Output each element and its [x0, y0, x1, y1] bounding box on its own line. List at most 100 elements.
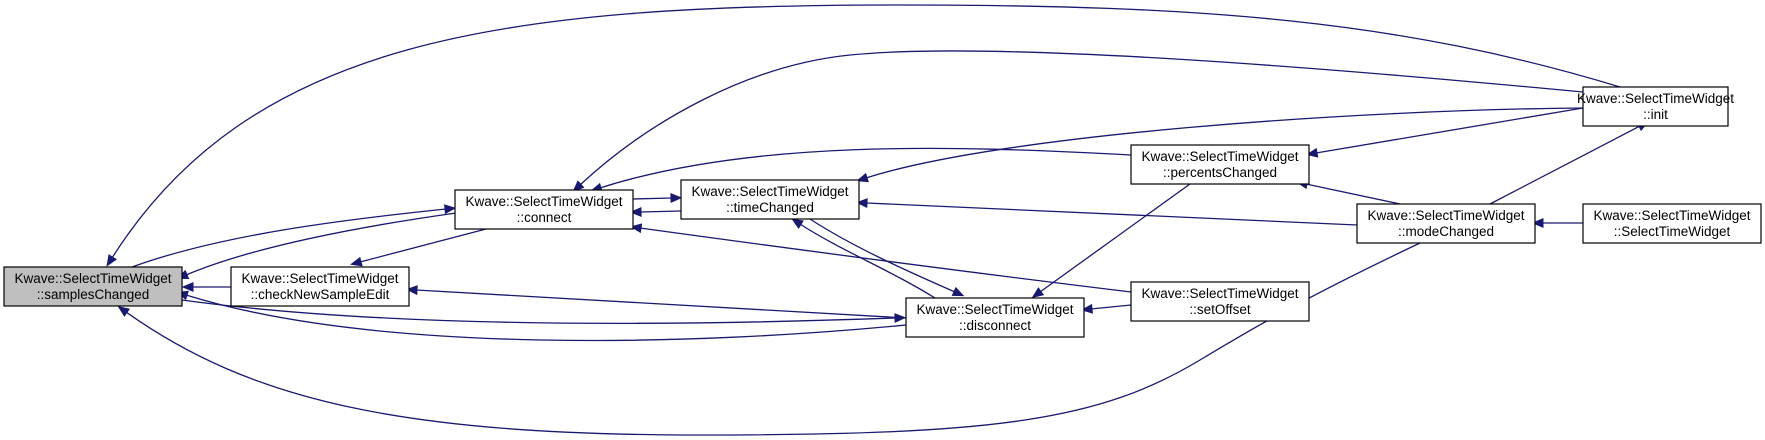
- node-box[interactable]: [1582, 203, 1762, 244]
- edge-line: [639, 210, 682, 213]
- node-label-method: ::SelectTimeWidget: [1614, 224, 1731, 239]
- edge-SelectTimeWidget-to-modeChanged: [1531, 218, 1583, 228]
- node-label-method: ::percentsChanged: [1163, 165, 1277, 180]
- arrowhead: [1031, 287, 1045, 299]
- edge-line: [131, 208, 447, 268]
- arrowhead: [791, 218, 804, 230]
- arrowhead: [629, 207, 642, 217]
- edge-line: [181, 299, 897, 324]
- edge-modeChanged-to-timeChanged: [855, 198, 1358, 226]
- node-label-class: Kwave::SelectTimeWidget: [465, 194, 622, 209]
- node-samplesChanged[interactable]: Kwave::SelectTimeWidget::samplesChanged: [3, 266, 183, 307]
- node-label-class: Kwave::SelectTimeWidget: [1141, 286, 1298, 301]
- edge-line: [185, 212, 457, 276]
- arrowhead: [405, 285, 418, 296]
- node-box[interactable]: [905, 297, 1085, 338]
- node-label-method: ::init: [1643, 107, 1668, 122]
- node-SelectTimeWidget[interactable]: Kwave::SelectTimeWidget::SelectTimeWidge…: [1582, 203, 1762, 244]
- node-box[interactable]: [230, 266, 410, 307]
- node-box[interactable]: [1130, 144, 1310, 185]
- edge-line: [639, 227, 1132, 293]
- arrowhead: [117, 306, 131, 317]
- edge-line: [865, 107, 1584, 179]
- arrowhead: [1305, 147, 1319, 158]
- edge-line: [111, 4, 1621, 259]
- edge-line: [125, 242, 1421, 436]
- edge-line: [1489, 125, 1641, 205]
- edge-checkNewSampleEdit-to-samplesChanged: [181, 282, 231, 292]
- edge-percentsChanged-to-disconnect: [1031, 183, 1191, 299]
- edge-init-to-timeChanged: [856, 107, 1584, 183]
- arrowhead: [629, 223, 643, 234]
- arrowhead: [1080, 303, 1093, 314]
- node-modeChanged[interactable]: Kwave::SelectTimeWidget::modeChanged: [1356, 203, 1536, 244]
- node-timeChanged[interactable]: Kwave::SelectTimeWidget::timeChanged: [680, 179, 860, 220]
- edge-connect-to-timeChanged: [632, 193, 683, 203]
- edge-line: [1090, 304, 1132, 310]
- node-label-method: ::checkNewSampleEdit: [251, 287, 390, 302]
- arrowhead: [951, 286, 965, 297]
- node-percentsChanged[interactable]: Kwave::SelectTimeWidget::percentsChanged: [1130, 144, 1310, 185]
- edge-line: [1305, 183, 1401, 205]
- edge-percentsChanged-to-connect: [590, 147, 1132, 193]
- node-label-method: ::disconnect: [959, 318, 1031, 333]
- edge-timeChanged-to-disconnect: [809, 218, 965, 297]
- node-label-class: Kwave::SelectTimeWidget: [14, 271, 171, 286]
- node-label-class: Kwave::SelectTimeWidget: [1367, 208, 1524, 223]
- edge-line: [799, 223, 936, 299]
- arrowhead: [106, 254, 118, 267]
- edge-modeChanged-to-samplesChanged: [117, 242, 1421, 436]
- node-connect[interactable]: Kwave::SelectTimeWidget::connect: [454, 189, 634, 230]
- node-label-method: ::connect: [517, 210, 572, 225]
- edge-modeChanged-to-init: [1489, 121, 1650, 205]
- node-label-class: Kwave::SelectTimeWidget: [916, 302, 1073, 317]
- edge-disconnect-to-timeChanged: [791, 218, 936, 299]
- arrowhead: [855, 198, 868, 208]
- arrowhead: [856, 172, 869, 183]
- edge-line: [579, 50, 1584, 186]
- edge-connect-to-checkNewSampleEdit: [350, 228, 487, 267]
- node-box[interactable]: [454, 189, 634, 230]
- node-label-class: Kwave::SelectTimeWidget: [241, 271, 398, 286]
- edge-line: [415, 289, 907, 319]
- node-setOffset[interactable]: Kwave::SelectTimeWidget::setOffset: [1130, 281, 1310, 322]
- node-checkNewSampleEdit[interactable]: Kwave::SelectTimeWidget::checkNewSampleE…: [230, 266, 410, 307]
- node-label-class: Kwave::SelectTimeWidget: [1577, 91, 1734, 106]
- edge-setOffset-to-connect: [629, 223, 1132, 293]
- nodes-layer: Kwave::SelectTimeWidget::samplesChangedK…: [3, 86, 1762, 338]
- edge-init-to-percentsChanged: [1305, 107, 1584, 158]
- arrowhead: [572, 180, 585, 192]
- node-box[interactable]: [3, 266, 183, 307]
- edge-timeChanged-to-connect: [629, 207, 682, 217]
- node-init[interactable]: Kwave::SelectTimeWidget::init: [1577, 86, 1734, 127]
- arrowhead: [350, 256, 363, 267]
- edge-samplesChanged-to-connect: [131, 204, 457, 268]
- edge-setOffset-to-disconnect: [1080, 303, 1132, 314]
- edge-line: [632, 197, 673, 200]
- node-box[interactable]: [680, 179, 860, 220]
- edge-disconnect-to-checkNewSampleEdit: [405, 285, 907, 319]
- node-label-method: ::samplesChanged: [37, 287, 150, 302]
- node-label-class: Kwave::SelectTimeWidget: [691, 184, 848, 199]
- node-label-class: Kwave::SelectTimeWidget: [1593, 208, 1750, 223]
- node-label-class: Kwave::SelectTimeWidget: [1141, 149, 1298, 164]
- edge-modeChanged-to-percentsChanged: [1295, 179, 1401, 205]
- edge-line: [1039, 183, 1191, 293]
- arrowhead: [181, 282, 194, 292]
- edge-line: [865, 202, 1358, 226]
- arrowhead: [1531, 218, 1544, 228]
- arrowhead: [444, 204, 457, 215]
- node-box[interactable]: [1582, 86, 1729, 127]
- edge-line: [185, 294, 907, 342]
- node-label-method: ::timeChanged: [726, 200, 814, 215]
- node-box[interactable]: [1130, 281, 1310, 322]
- node-disconnect[interactable]: Kwave::SelectTimeWidget::disconnect: [905, 297, 1085, 338]
- node-label-method: ::modeChanged: [1398, 224, 1494, 239]
- edge-init-to-connect: [572, 50, 1584, 192]
- edge-line: [599, 147, 1132, 189]
- edge-line: [1315, 107, 1584, 154]
- arrowhead: [670, 193, 683, 203]
- node-box[interactable]: [1356, 203, 1536, 244]
- edge-line: [809, 218, 956, 293]
